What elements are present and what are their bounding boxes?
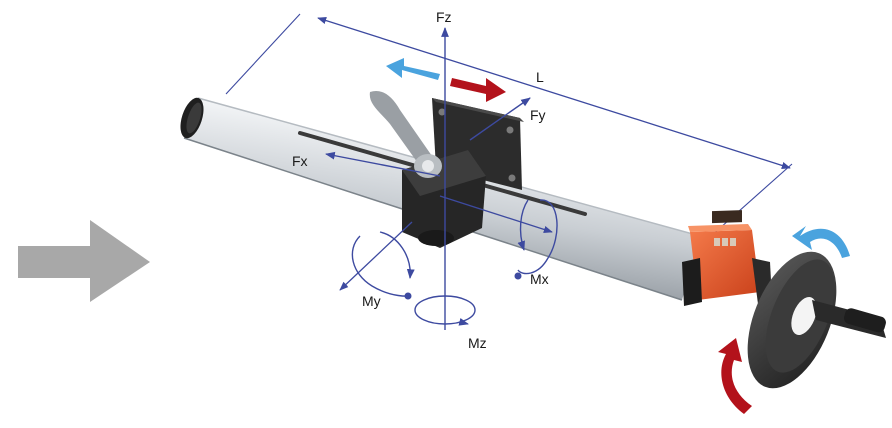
motion-arrow-right-icon (450, 78, 506, 102)
label-my: My (362, 293, 381, 309)
label-fz: Fz (436, 9, 452, 25)
moment-mz: Mz (414, 295, 487, 351)
right-arrow-icon (18, 220, 150, 302)
rotate-cw-arrow-icon (792, 226, 850, 258)
label-mx: Mx (530, 271, 549, 287)
moment-mx: Mx (514, 199, 558, 287)
position-counter (682, 210, 772, 306)
label-l: L (536, 69, 544, 85)
moment-my: My (351, 231, 415, 309)
motion-arrow-left-icon (386, 58, 440, 80)
label-mz: Mz (468, 335, 487, 351)
label-fx: Fx (292, 153, 308, 169)
rotate-ccw-arrow-icon (718, 338, 752, 414)
force-axes: Fz Fy Fx (292, 9, 553, 330)
hand-wheel (747, 251, 886, 389)
label-fy: Fy (530, 107, 546, 123)
